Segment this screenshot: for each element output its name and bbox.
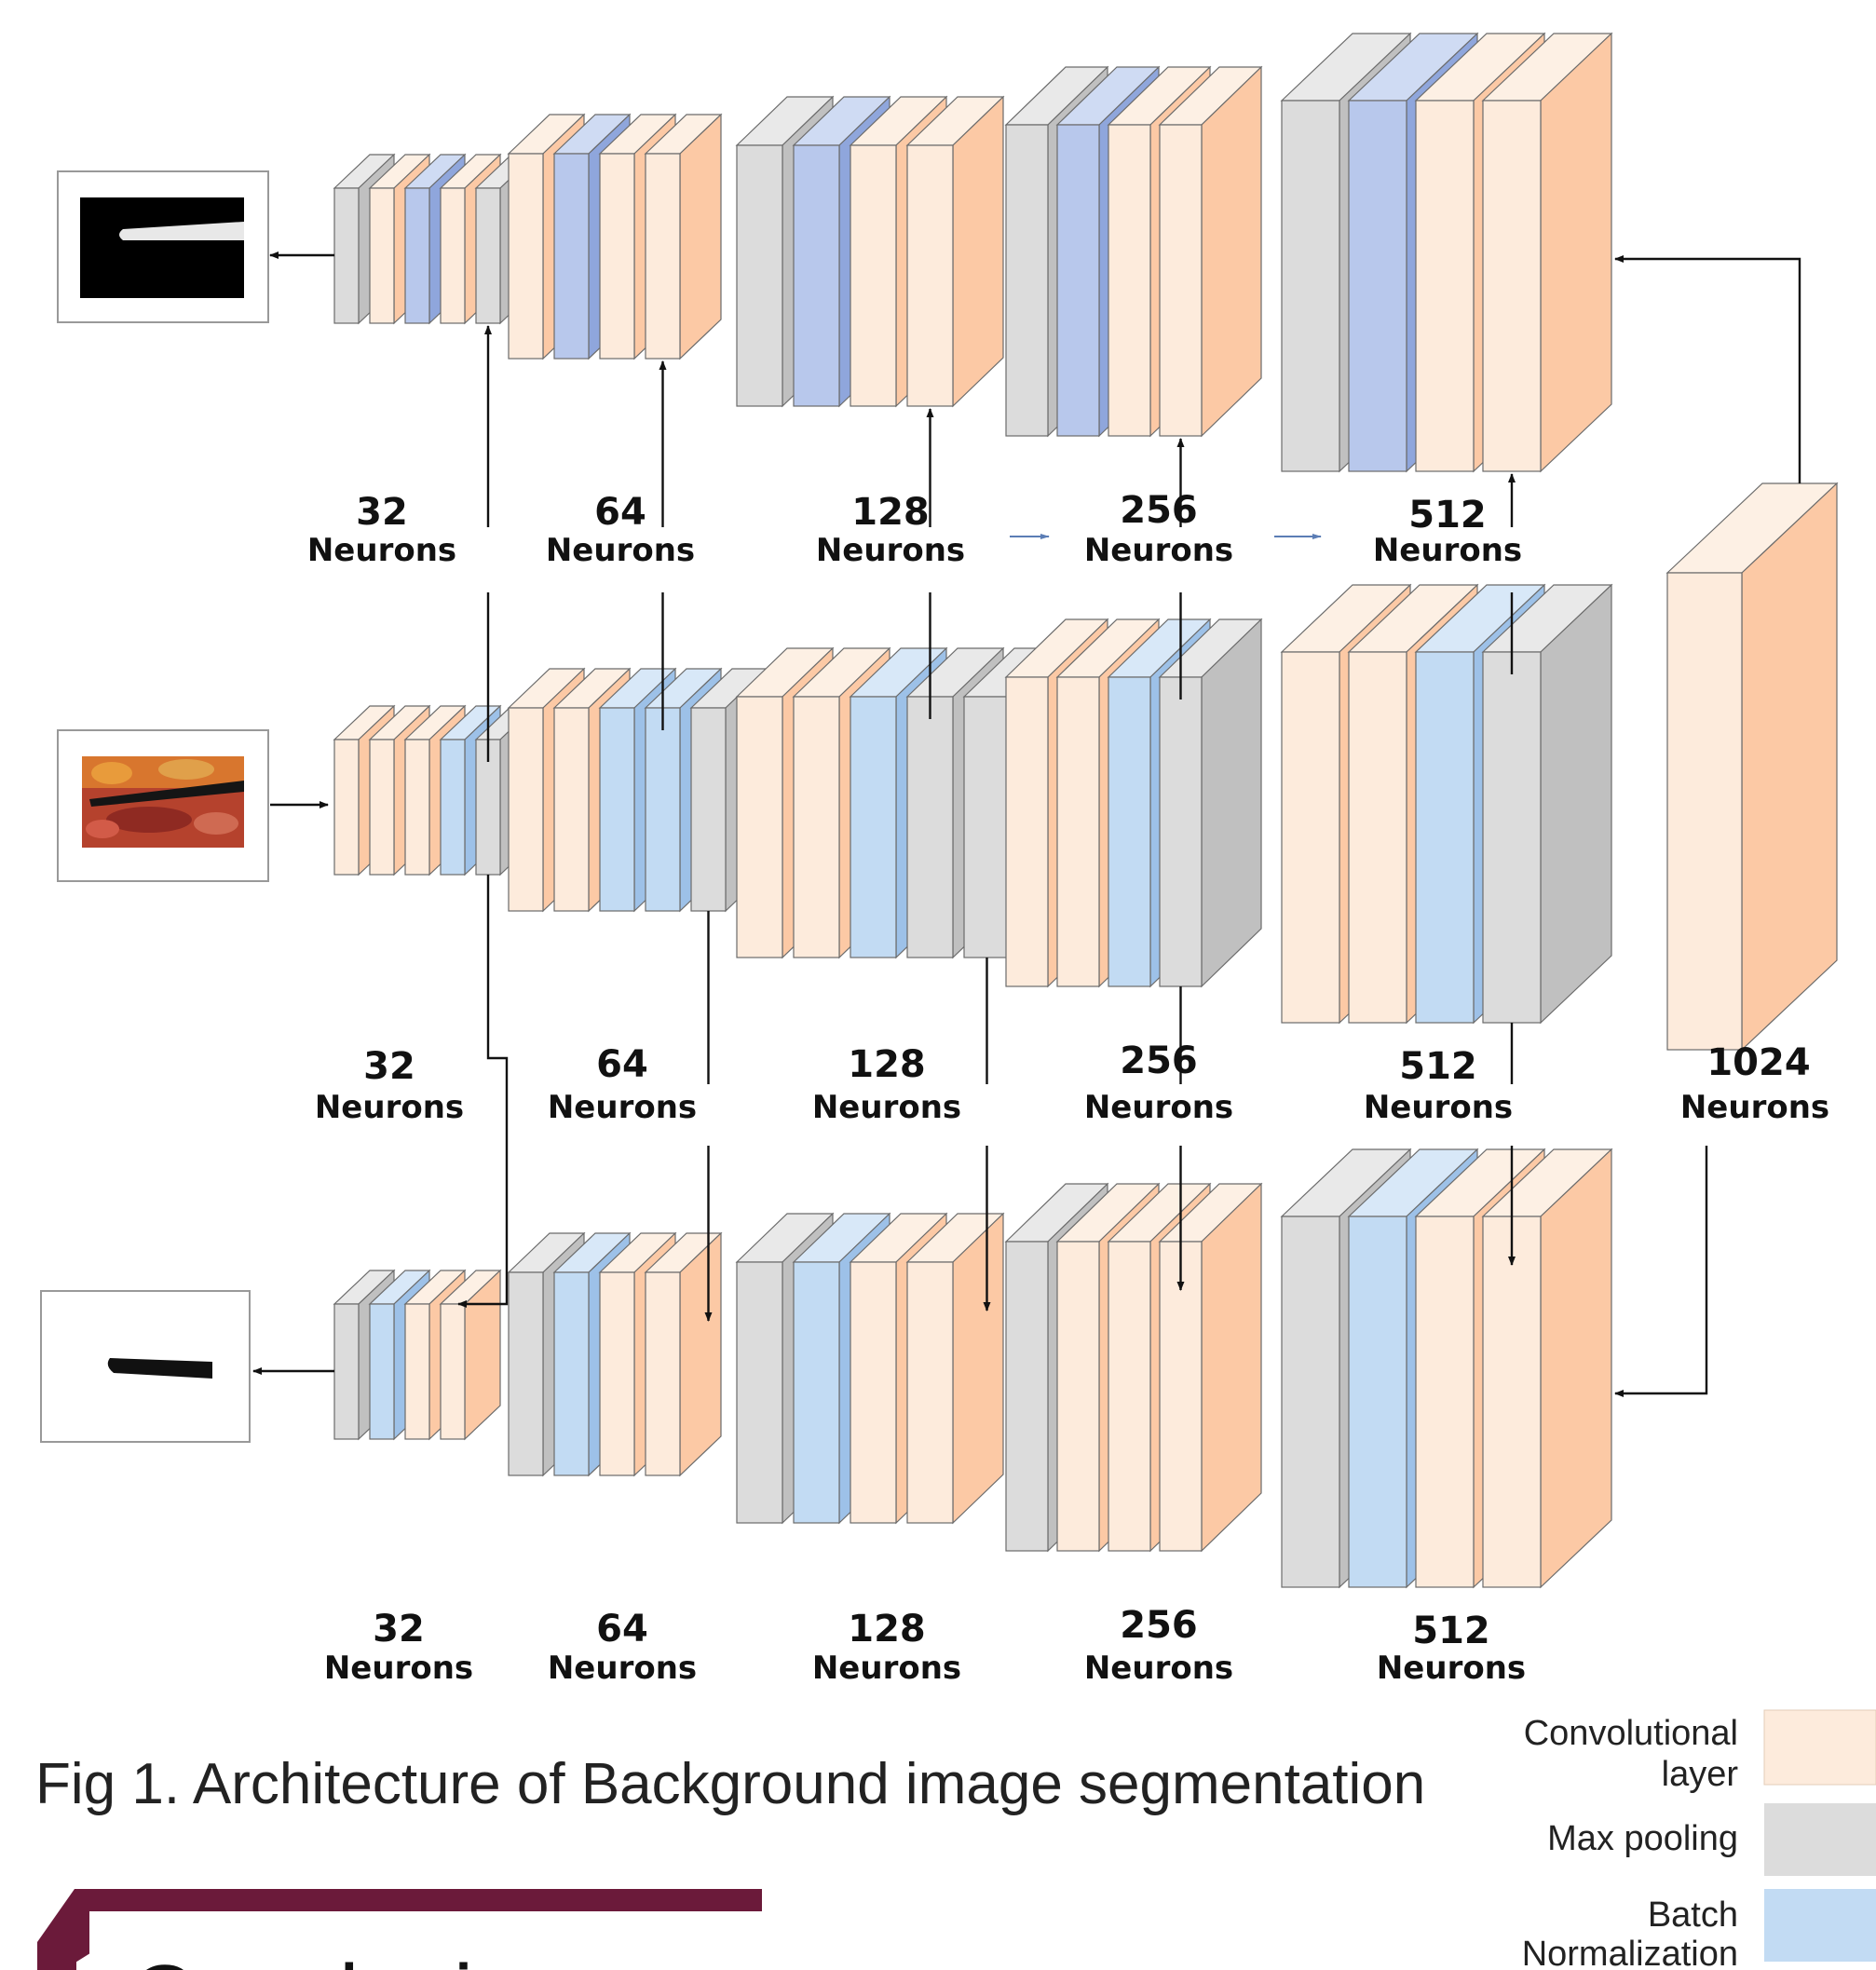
block-r2-s3-3 xyxy=(1158,1182,1263,1553)
neuron-count-r1-s2: 128 xyxy=(848,1043,926,1086)
bottleneck-block xyxy=(1665,482,1839,1052)
neuron-count-r0-s0: 32 xyxy=(356,491,408,534)
neuron-unit-r0-s3: Neurons xyxy=(1084,532,1233,569)
neuron-unit-r2-s2: Neurons xyxy=(812,1650,961,1687)
neuron-count-r0-s3: 256 xyxy=(1120,489,1198,532)
legend-swatch-conv xyxy=(1763,1709,1876,1786)
neuron-count-r0-s4: 512 xyxy=(1408,494,1487,537)
legend-conv-line1: Convolutional xyxy=(1524,1714,1738,1753)
legend-bn-line1: Batch xyxy=(1648,1895,1738,1935)
neuron-unit-r1-s4: Neurons xyxy=(1364,1089,1513,1126)
input-image-middle xyxy=(57,729,269,882)
section-title: Conclusions xyxy=(130,1947,618,1970)
neuron-unit-r1-s0: Neurons xyxy=(315,1089,464,1126)
neuron-labels: 32Neurons64Neurons128Neurons256Neurons51… xyxy=(307,489,1829,1687)
block-r0-s4-3 xyxy=(1481,32,1613,473)
legend-pool-line1: Max pooling xyxy=(1547,1819,1738,1858)
neuron-count-r2-s3: 256 xyxy=(1120,1604,1198,1647)
legend-swatch-pool xyxy=(1764,1803,1876,1876)
block-r1-s4-3 xyxy=(1481,583,1613,1025)
neuron-count-r1-s0: 32 xyxy=(363,1045,415,1088)
neuron-count-r1-s4: 512 xyxy=(1399,1045,1477,1088)
block-r2-s4-3 xyxy=(1481,1148,1613,1589)
neuron-unit-r2-s3: Neurons xyxy=(1084,1650,1233,1687)
neuron-count-r2-s4: 512 xyxy=(1412,1610,1490,1652)
neuron-unit-r2-s4: Neurons xyxy=(1377,1650,1526,1687)
layer-blocks xyxy=(333,32,1839,1589)
bottleneck-unit: Neurons xyxy=(1680,1089,1829,1126)
output-mask-top xyxy=(57,170,269,323)
legend-bn-line2: Normalization xyxy=(1522,1935,1738,1970)
neuron-unit-r0-s1: Neurons xyxy=(546,532,695,569)
neuron-count-r2-s1: 64 xyxy=(596,1608,648,1651)
figure-caption: Fig 1. Architecture of Background image … xyxy=(35,1752,1425,1816)
legend-conv-line2: layer xyxy=(1662,1755,1739,1794)
bottleneck-to-bottom xyxy=(1614,1146,1708,1397)
neuron-unit-r1-s1: Neurons xyxy=(548,1089,697,1126)
block-r1-s3-3 xyxy=(1158,618,1263,988)
legend-swatch-bn xyxy=(1764,1889,1876,1962)
conclusions-banner: Conclusions xyxy=(37,1889,764,1970)
neuron-unit-r0-s4: Neurons xyxy=(1373,532,1522,569)
neuron-unit-r0-s2: Neurons xyxy=(816,532,965,569)
neuron-unit-r1-s2: Neurons xyxy=(812,1089,961,1126)
neuron-unit-r2-s1: Neurons xyxy=(548,1650,697,1687)
output-mask-bottom xyxy=(40,1290,251,1443)
neuron-count-r2-s0: 32 xyxy=(373,1608,425,1651)
block-r0-s2-3 xyxy=(905,95,1005,408)
neuron-count-r0-s2: 128 xyxy=(851,491,930,534)
neuron-unit-r0-s0: Neurons xyxy=(307,532,456,569)
neuron-count-r2-s2: 128 xyxy=(848,1608,926,1651)
neuron-count-r1-s3: 256 xyxy=(1120,1039,1198,1082)
block-r2-s2-3 xyxy=(905,1212,1005,1525)
block-r0-s1-3 xyxy=(644,113,723,360)
block-r2-s0-3 xyxy=(439,1269,502,1441)
skip-connections xyxy=(252,251,1801,1397)
neuron-unit-r2-s0: Neurons xyxy=(324,1650,473,1687)
bottleneck-to-top xyxy=(1614,255,1801,483)
neuron-count-r1-s1: 64 xyxy=(596,1043,648,1086)
neuron-unit-r1-s3: Neurons xyxy=(1084,1089,1233,1126)
block-r2-s1-3 xyxy=(644,1231,723,1477)
bottleneck-count: 1024 xyxy=(1706,1041,1810,1084)
neuron-count-r0-s1: 64 xyxy=(594,491,646,534)
legend: Convolutional layer Max pooling Batch No… xyxy=(1522,1709,1876,1970)
block-r0-s3-3 xyxy=(1158,65,1263,438)
skip-elbow-0 xyxy=(457,875,509,1308)
